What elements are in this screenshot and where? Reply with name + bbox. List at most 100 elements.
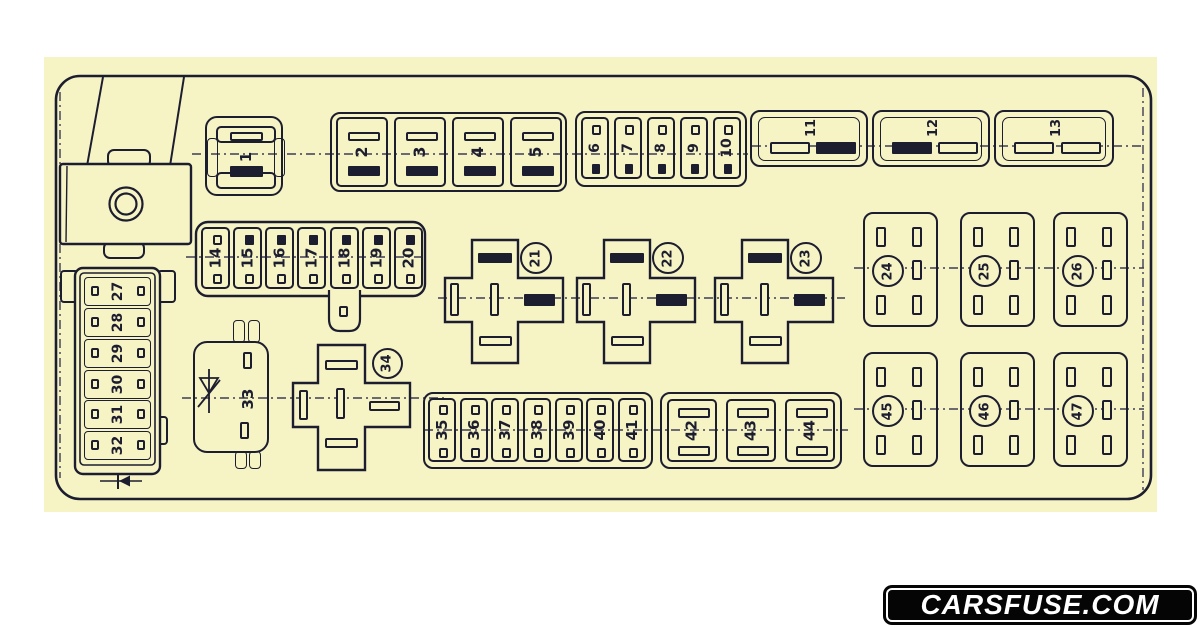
fuse-slot xyxy=(658,125,667,135)
fuse-8: 8 xyxy=(647,117,675,179)
fuse-number: 43 xyxy=(741,420,760,441)
contact-bar xyxy=(348,166,380,176)
fuse-number: 11 xyxy=(803,118,819,138)
relay-25: 25 xyxy=(960,212,1035,327)
fuse-4: 4 xyxy=(452,117,504,187)
bolt-body xyxy=(58,162,193,246)
relay-slot xyxy=(876,367,886,387)
relay-number: 22 xyxy=(660,248,676,268)
relay-number: 25 xyxy=(977,261,993,281)
fuse-11-inner xyxy=(758,117,860,161)
fuse-slot xyxy=(534,405,543,415)
fuse-9: 9 xyxy=(680,117,708,179)
contact-bar xyxy=(816,142,856,154)
relay-22-outline xyxy=(575,238,697,365)
fuse-slot xyxy=(597,405,606,415)
strip14-20-shell xyxy=(194,220,427,333)
diode-cathode xyxy=(197,379,221,408)
fuse-slot xyxy=(91,409,99,419)
relay-46-badge: 46 xyxy=(969,395,1001,427)
datum-arrow-head xyxy=(119,475,130,487)
component-33-clip xyxy=(233,320,245,343)
fuse-2: 2 xyxy=(336,117,388,187)
contact-bar xyxy=(524,294,555,306)
relay-slot xyxy=(912,400,922,420)
relay-slot xyxy=(760,283,769,316)
fuse-group-2-5 xyxy=(330,112,567,192)
relay-slot xyxy=(1102,260,1112,280)
fuse-slot xyxy=(342,274,351,284)
relay-47-badge: 47 xyxy=(1062,395,1094,427)
fuse-group-42-44 xyxy=(660,392,842,469)
contact-bar xyxy=(406,235,415,245)
fuse-41: 41 xyxy=(618,398,646,462)
relay-47: 47 xyxy=(1053,352,1128,467)
fuse-38: 38 xyxy=(523,398,551,462)
bolt-stud-outer xyxy=(108,186,144,222)
contact-bar xyxy=(658,164,666,174)
diode-triangle xyxy=(198,377,220,395)
fuse-10: 10 xyxy=(713,117,741,179)
fuse-7: 7 xyxy=(614,117,642,179)
bolt-body-edge xyxy=(65,165,68,243)
fuse-slot xyxy=(277,274,286,284)
contact-bar xyxy=(245,235,254,245)
relay-slot xyxy=(973,227,983,247)
fuse-1-top-cap xyxy=(216,126,276,143)
fuse-32: 32 xyxy=(84,431,151,460)
relay-number: 46 xyxy=(977,401,993,421)
harness-line-1 xyxy=(86,76,104,167)
relay-45: 45 xyxy=(863,352,938,467)
relay-slot xyxy=(1102,295,1112,315)
relay-22-badge: 22 xyxy=(652,242,684,274)
fuse-18: 18 xyxy=(330,227,359,289)
fuse-20: 20 xyxy=(394,227,423,289)
contact-bar xyxy=(691,164,699,174)
fuse-number: 5 xyxy=(526,146,545,158)
relay-slot xyxy=(1009,295,1019,315)
fuse-12: 12 xyxy=(872,110,990,167)
relay-slot xyxy=(876,295,886,315)
fuse-42: 42 xyxy=(667,399,717,462)
fuse-slot xyxy=(678,446,710,456)
fuse-44: 44 xyxy=(785,399,835,462)
component-number: 33 xyxy=(238,388,257,410)
fuse-slot xyxy=(471,448,480,458)
fuse-37: 37 xyxy=(491,398,519,462)
fuse-16: 16 xyxy=(265,227,294,289)
fuse-slot xyxy=(439,448,448,458)
contact-bar xyxy=(277,235,286,245)
contact-bar xyxy=(374,235,383,245)
relay-slot xyxy=(325,360,358,370)
relay-slot xyxy=(1102,435,1112,455)
contact-bar xyxy=(724,164,732,174)
relay-slot xyxy=(876,227,886,247)
relay-46: 46 xyxy=(960,352,1035,467)
fuse-30: 30 xyxy=(84,370,151,399)
relay-number: 23 xyxy=(798,248,814,268)
left-shell-inner xyxy=(79,272,156,466)
relay-slot xyxy=(973,367,983,387)
relay-slot xyxy=(1009,435,1019,455)
fuse-slot xyxy=(91,317,99,327)
fuse-number: 44 xyxy=(800,420,819,441)
fuse-3: 3 xyxy=(394,117,446,187)
fuse-slot xyxy=(566,448,575,458)
contact-bar xyxy=(610,253,644,263)
fuse-slot xyxy=(629,448,638,458)
fuse-slot xyxy=(737,408,769,418)
fuse-slot xyxy=(629,405,638,415)
relay-slot xyxy=(479,336,512,346)
relay-21-outline xyxy=(443,238,565,365)
fuse-29: 29 xyxy=(84,339,151,368)
fuse-15: 15 xyxy=(233,227,262,289)
relay-23-badge: 23 xyxy=(790,242,822,274)
fuse-slot xyxy=(137,409,145,419)
fuse-43: 43 xyxy=(726,399,776,462)
fuse-slot xyxy=(502,448,511,458)
relay-number: 26 xyxy=(1070,261,1086,281)
strip-tab-slot xyxy=(339,306,348,317)
relay-slot xyxy=(611,336,644,346)
fuse-number: 2 xyxy=(352,146,371,158)
watermark-text: CARSFUSE.COM xyxy=(920,589,1160,620)
